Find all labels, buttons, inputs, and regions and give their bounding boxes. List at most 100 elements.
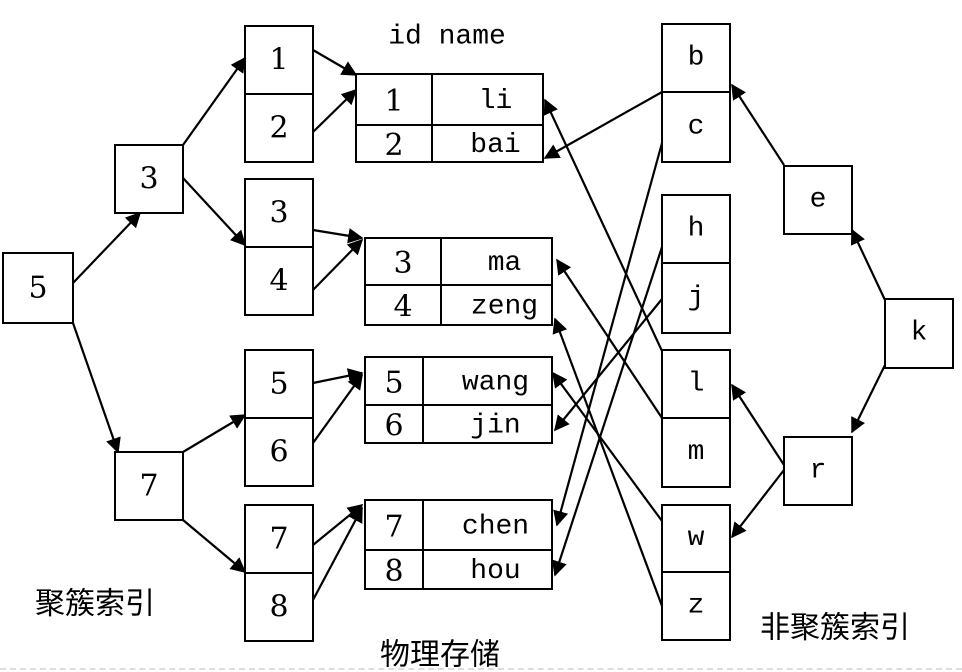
clustered-leaf-key: 5 <box>269 367 288 402</box>
row-id: 7 <box>384 510 403 545</box>
clustered-leaf-key: 4 <box>269 264 288 299</box>
row-id: 5 <box>384 366 403 401</box>
row-id: 2 <box>384 128 403 163</box>
clustered-index-tree: 5 3 7 1 2 3 4 5 6 7 8 聚簇索引 <box>2 25 314 642</box>
clustered-leaf-node <box>244 349 314 419</box>
clustered-node-key: 3 <box>139 162 158 197</box>
pointer-arrow <box>71 322 121 454</box>
pointer-arrow <box>312 506 363 601</box>
row-id: 3 <box>393 246 412 281</box>
arrows <box>71 49 886 607</box>
row-name: wang <box>462 368 529 399</box>
pointer-arrow <box>851 364 886 434</box>
clustered-leaf-key: 2 <box>269 111 288 146</box>
clustered-node-key: 7 <box>139 469 158 504</box>
bottom-divider <box>0 668 962 670</box>
storage-page <box>364 356 553 444</box>
pointer-arrow <box>850 228 886 301</box>
clustered-leaf-node <box>244 246 314 316</box>
pointer-arrow <box>72 211 142 284</box>
pointer-arrow <box>552 371 663 522</box>
row-name: bai <box>470 130 520 161</box>
pointer-arrow <box>731 383 785 466</box>
clustered-leaf-node <box>244 417 314 487</box>
nonclustered-leaf-key: z <box>688 591 705 622</box>
nonclustered-leaf-node <box>661 262 731 334</box>
nonclustered-leaf-node <box>661 194 731 264</box>
pointer-arrow <box>731 83 785 166</box>
pointer-arrow <box>543 91 663 159</box>
nonclustered-node-r <box>783 436 853 506</box>
clustered-index-label: 聚簇索引 <box>35 587 155 622</box>
row-name: jin <box>470 411 520 442</box>
clustered-leaf-key: 8 <box>269 590 288 625</box>
nonclustered-leaf-key: b <box>688 43 705 74</box>
nonclustered-leaf-node <box>661 349 731 419</box>
row-name: ma <box>488 248 522 279</box>
pointer-arrow <box>543 98 663 352</box>
row-name: chen <box>462 512 529 543</box>
nonclustered-node-key: r <box>810 456 827 487</box>
nonclustered-leaf-node <box>661 91 731 163</box>
pointer-arrow <box>182 56 246 146</box>
pointer-arrow <box>552 317 664 607</box>
pointer-arrow <box>182 177 247 247</box>
nonclustered-leaf-key: m <box>688 437 705 468</box>
row-name: li <box>479 86 513 117</box>
row-id: 1 <box>384 84 403 119</box>
pointer-arrow <box>556 258 663 419</box>
nonclustered-leaf-key: w <box>688 523 705 554</box>
nonclustered-leaf-key: h <box>688 214 705 245</box>
clustered-leaf-node <box>244 178 314 248</box>
pointer-arrow <box>554 298 663 432</box>
pointer-arrow <box>551 246 664 577</box>
clustered-leaf-node <box>244 25 314 95</box>
pointer-arrow <box>312 504 364 546</box>
storage-header: id name <box>388 22 506 53</box>
row-id: 6 <box>384 409 403 444</box>
clustered-node-7 <box>114 451 184 521</box>
pointer-arrow <box>182 414 247 453</box>
row-name: zeng <box>471 292 538 323</box>
storage-page <box>355 73 544 163</box>
pointer-arrow <box>312 88 358 133</box>
pointer-arrow <box>731 469 785 539</box>
pointer-arrow <box>182 519 247 573</box>
nonclustered-node-e <box>783 165 853 235</box>
row-name: hou <box>470 556 520 587</box>
pointer-arrow <box>312 368 364 385</box>
nonclustered-leaf-node <box>661 23 731 93</box>
nonclustered-node-key: e <box>810 185 827 216</box>
nonclustered-index-tree: b c h j l m w z e r k 非聚簇索引 <box>661 23 954 646</box>
nonclustered-root-key: k <box>911 318 928 349</box>
clustered-leaf-key: 7 <box>269 522 288 557</box>
clustered-root-key: 5 <box>28 271 47 306</box>
nonclustered-leaf-key: c <box>688 112 705 143</box>
nonclustered-leaf-key: j <box>688 283 705 314</box>
pointer-arrow <box>312 49 358 76</box>
pointer-arrow <box>312 373 363 444</box>
clustered-leaf-key: 3 <box>269 196 288 231</box>
nonclustered-leaf-node <box>661 504 731 573</box>
storage-page <box>364 499 553 590</box>
pointer-arrow <box>312 228 364 244</box>
clustered-leaf-node <box>244 572 314 642</box>
clustered-root-node <box>2 252 74 324</box>
nonclustered-leaf-node <box>661 417 731 488</box>
nonclustered-index-label: 非聚簇索引 <box>760 611 910 646</box>
nonclustered-leaf-node <box>661 571 731 641</box>
row-id: 4 <box>393 290 412 325</box>
pointer-arrow <box>553 142 664 527</box>
clustered-leaf-node <box>244 93 314 163</box>
row-id: 8 <box>384 554 403 589</box>
clustered-node-3 <box>114 144 184 214</box>
nonclustered-root-node <box>884 298 954 369</box>
nonclustered-leaf-key: l <box>688 369 705 400</box>
physical-storage: id name 1 li 2 bai 3 ma 4 zeng 5 wang 6 jin 7 chen 8 ho… <box>355 22 553 672</box>
storage-page <box>364 237 553 326</box>
clustered-leaf-key: 6 <box>269 435 288 470</box>
clustered-leaf-key: 1 <box>269 43 288 78</box>
physical-storage-label: 物理存储 <box>380 638 500 672</box>
